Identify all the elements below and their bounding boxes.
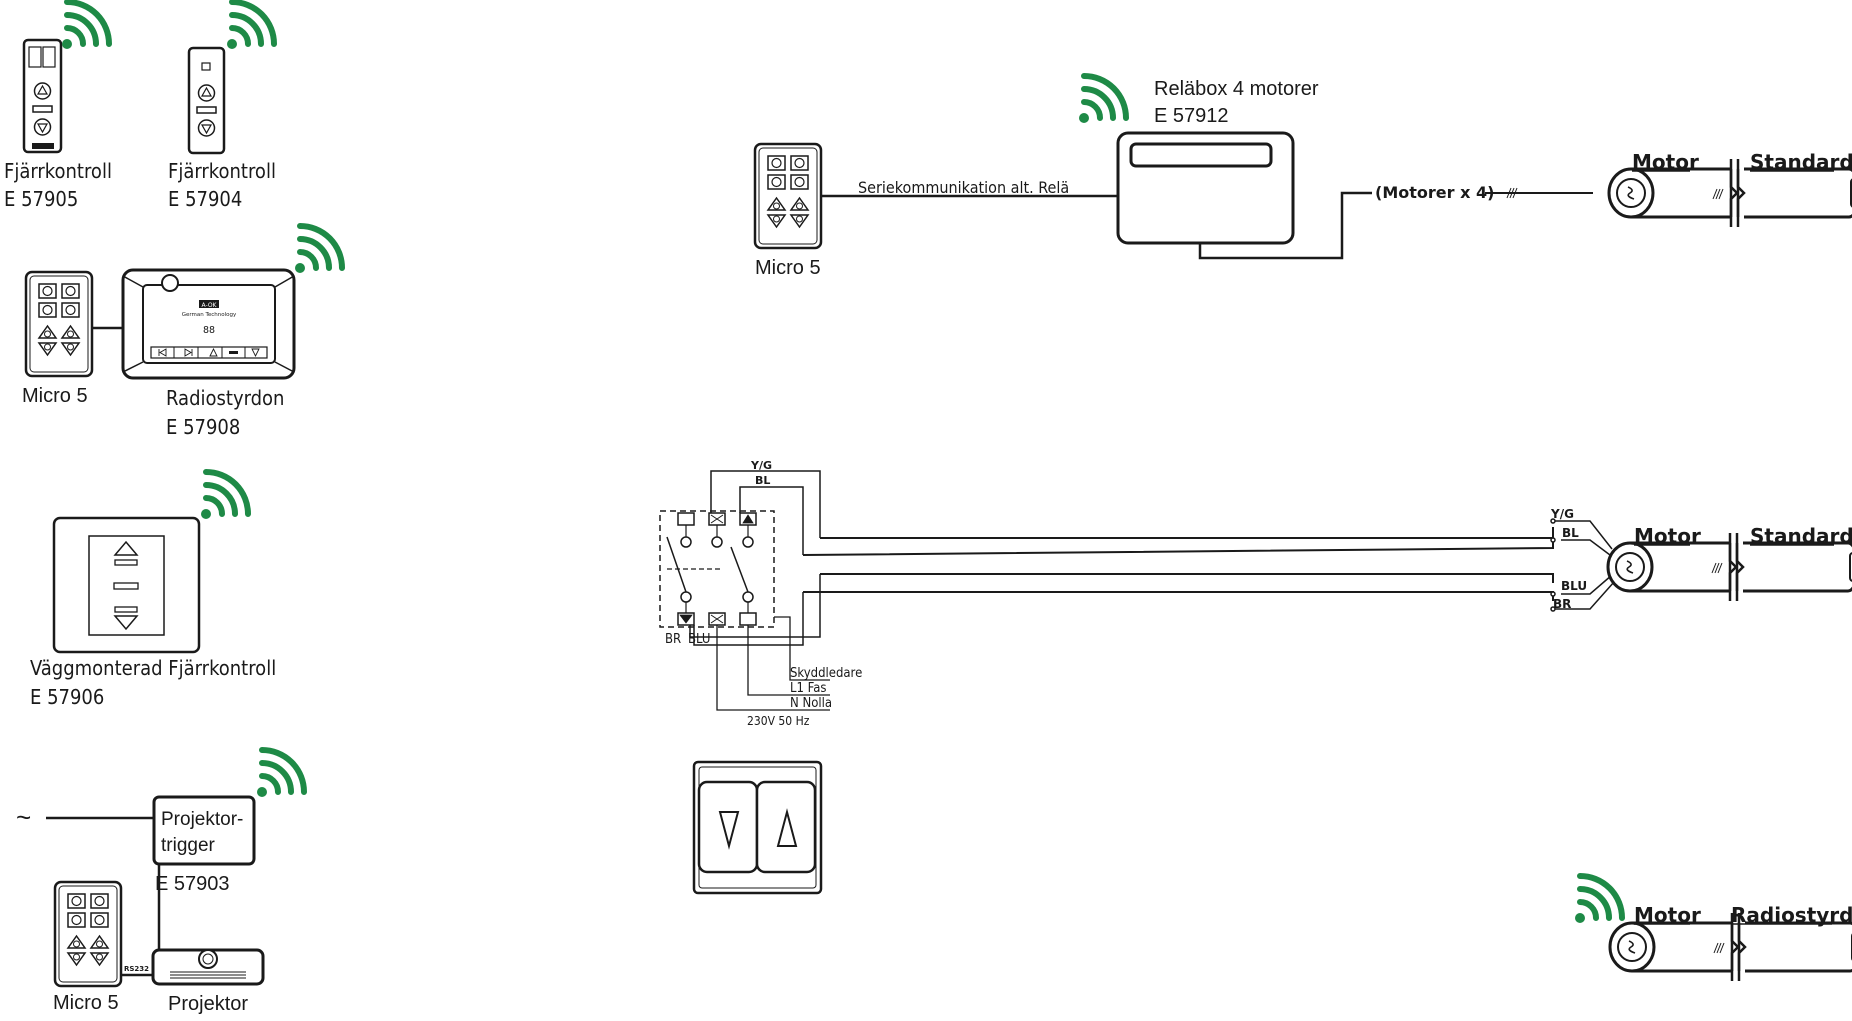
cable-to-motor xyxy=(802,527,1554,601)
supply-phase: L1 Fas xyxy=(790,681,826,696)
relay-box-e57912 xyxy=(1116,131,1372,260)
micro5-remote-b xyxy=(53,880,123,988)
wifi-icon xyxy=(1079,76,1126,123)
motor-label-br: BR xyxy=(1553,597,1571,611)
serial-link-label: Seriekommunikation alt. Relä xyxy=(858,178,1069,197)
wire-label-blu: BLU xyxy=(688,632,710,647)
wall-switch xyxy=(692,760,823,895)
projector-label: Projektor xyxy=(168,993,248,1015)
motors-count-label: (Motorer x 4) xyxy=(1375,183,1494,202)
wifi-icon xyxy=(257,750,304,797)
motor-leads xyxy=(1550,518,1615,612)
remote-e57905 xyxy=(22,38,63,154)
screen-bottom-type-label: Radiostyrd xyxy=(1731,903,1852,927)
wifi-icon xyxy=(295,226,342,273)
wire-label-bl-top: BL xyxy=(755,474,770,487)
remote-e57904 xyxy=(187,46,226,155)
wifi-icon xyxy=(201,472,248,519)
micro5-a-label: Micro 5 xyxy=(22,385,88,407)
screen-top-type-label: Standard xyxy=(1750,150,1852,174)
ac-symbol: ~ xyxy=(16,802,31,832)
projector-trigger-line2: trigger xyxy=(161,835,216,856)
supply-voltage: 230V 50 Hz xyxy=(747,714,810,728)
wifi-icon xyxy=(62,2,109,49)
radio-display: 88 xyxy=(203,325,215,336)
switch-schematic xyxy=(659,470,830,711)
remote-e57905-code: E 57905 xyxy=(4,187,78,211)
screen-bottom-motor-label: Motor xyxy=(1634,903,1701,927)
micro5-c-label: Micro 5 xyxy=(755,257,821,279)
wall-remote-code: E 57906 xyxy=(30,685,104,709)
wifi-icon xyxy=(227,2,274,49)
projector-trigger-box xyxy=(152,795,256,866)
motor-label-yg: Y/G xyxy=(1550,507,1574,521)
wifi-icon xyxy=(1575,876,1622,923)
wall-remote-name: Väggmonterad Fjärrkontroll xyxy=(30,656,276,680)
relay-box-name: Reläbox 4 motorer xyxy=(1154,78,1319,100)
radio-control-code: E 57908 xyxy=(166,415,240,439)
rs232-label: RS232 xyxy=(124,965,149,973)
radio-brand-sub: German Technology xyxy=(182,312,237,318)
radio-control-name: Radiostyrdon xyxy=(166,386,284,410)
screen-top-motor-label: Motor xyxy=(1632,150,1699,174)
supply-ground: Skyddledare xyxy=(790,666,862,681)
projector xyxy=(151,948,265,986)
micro5-b-label: Micro 5 xyxy=(53,992,119,1014)
micro5-remote-a xyxy=(24,270,94,378)
screen-middle-motor-label: Motor xyxy=(1634,524,1701,548)
motor-label-bl: BL xyxy=(1562,526,1579,540)
supply-neutral: N Nolla xyxy=(790,696,832,711)
wall-remote-e57906 xyxy=(52,516,201,654)
screen-middle-type-label: Standard xyxy=(1750,524,1852,548)
projector-trigger-code: E 57903 xyxy=(155,873,230,895)
remote-e57904-name: Fjärrkontroll xyxy=(168,159,276,183)
wire-label-br: BR xyxy=(665,632,681,647)
radio-control-e57908: A-OK German Technology 88 xyxy=(121,268,296,380)
motor-label-blu: BLU xyxy=(1561,579,1587,593)
radio-brand: A-OK xyxy=(202,302,218,309)
projector-trigger-line1: Projektor- xyxy=(161,809,243,830)
relay-box-code: E 57912 xyxy=(1154,105,1229,127)
micro5-remote-c xyxy=(753,142,823,250)
wire-label-yg-top: Y/G xyxy=(750,459,772,472)
remote-e57904-code: E 57904 xyxy=(168,187,242,211)
remote-e57905-name: Fjärrkontroll xyxy=(4,159,112,183)
